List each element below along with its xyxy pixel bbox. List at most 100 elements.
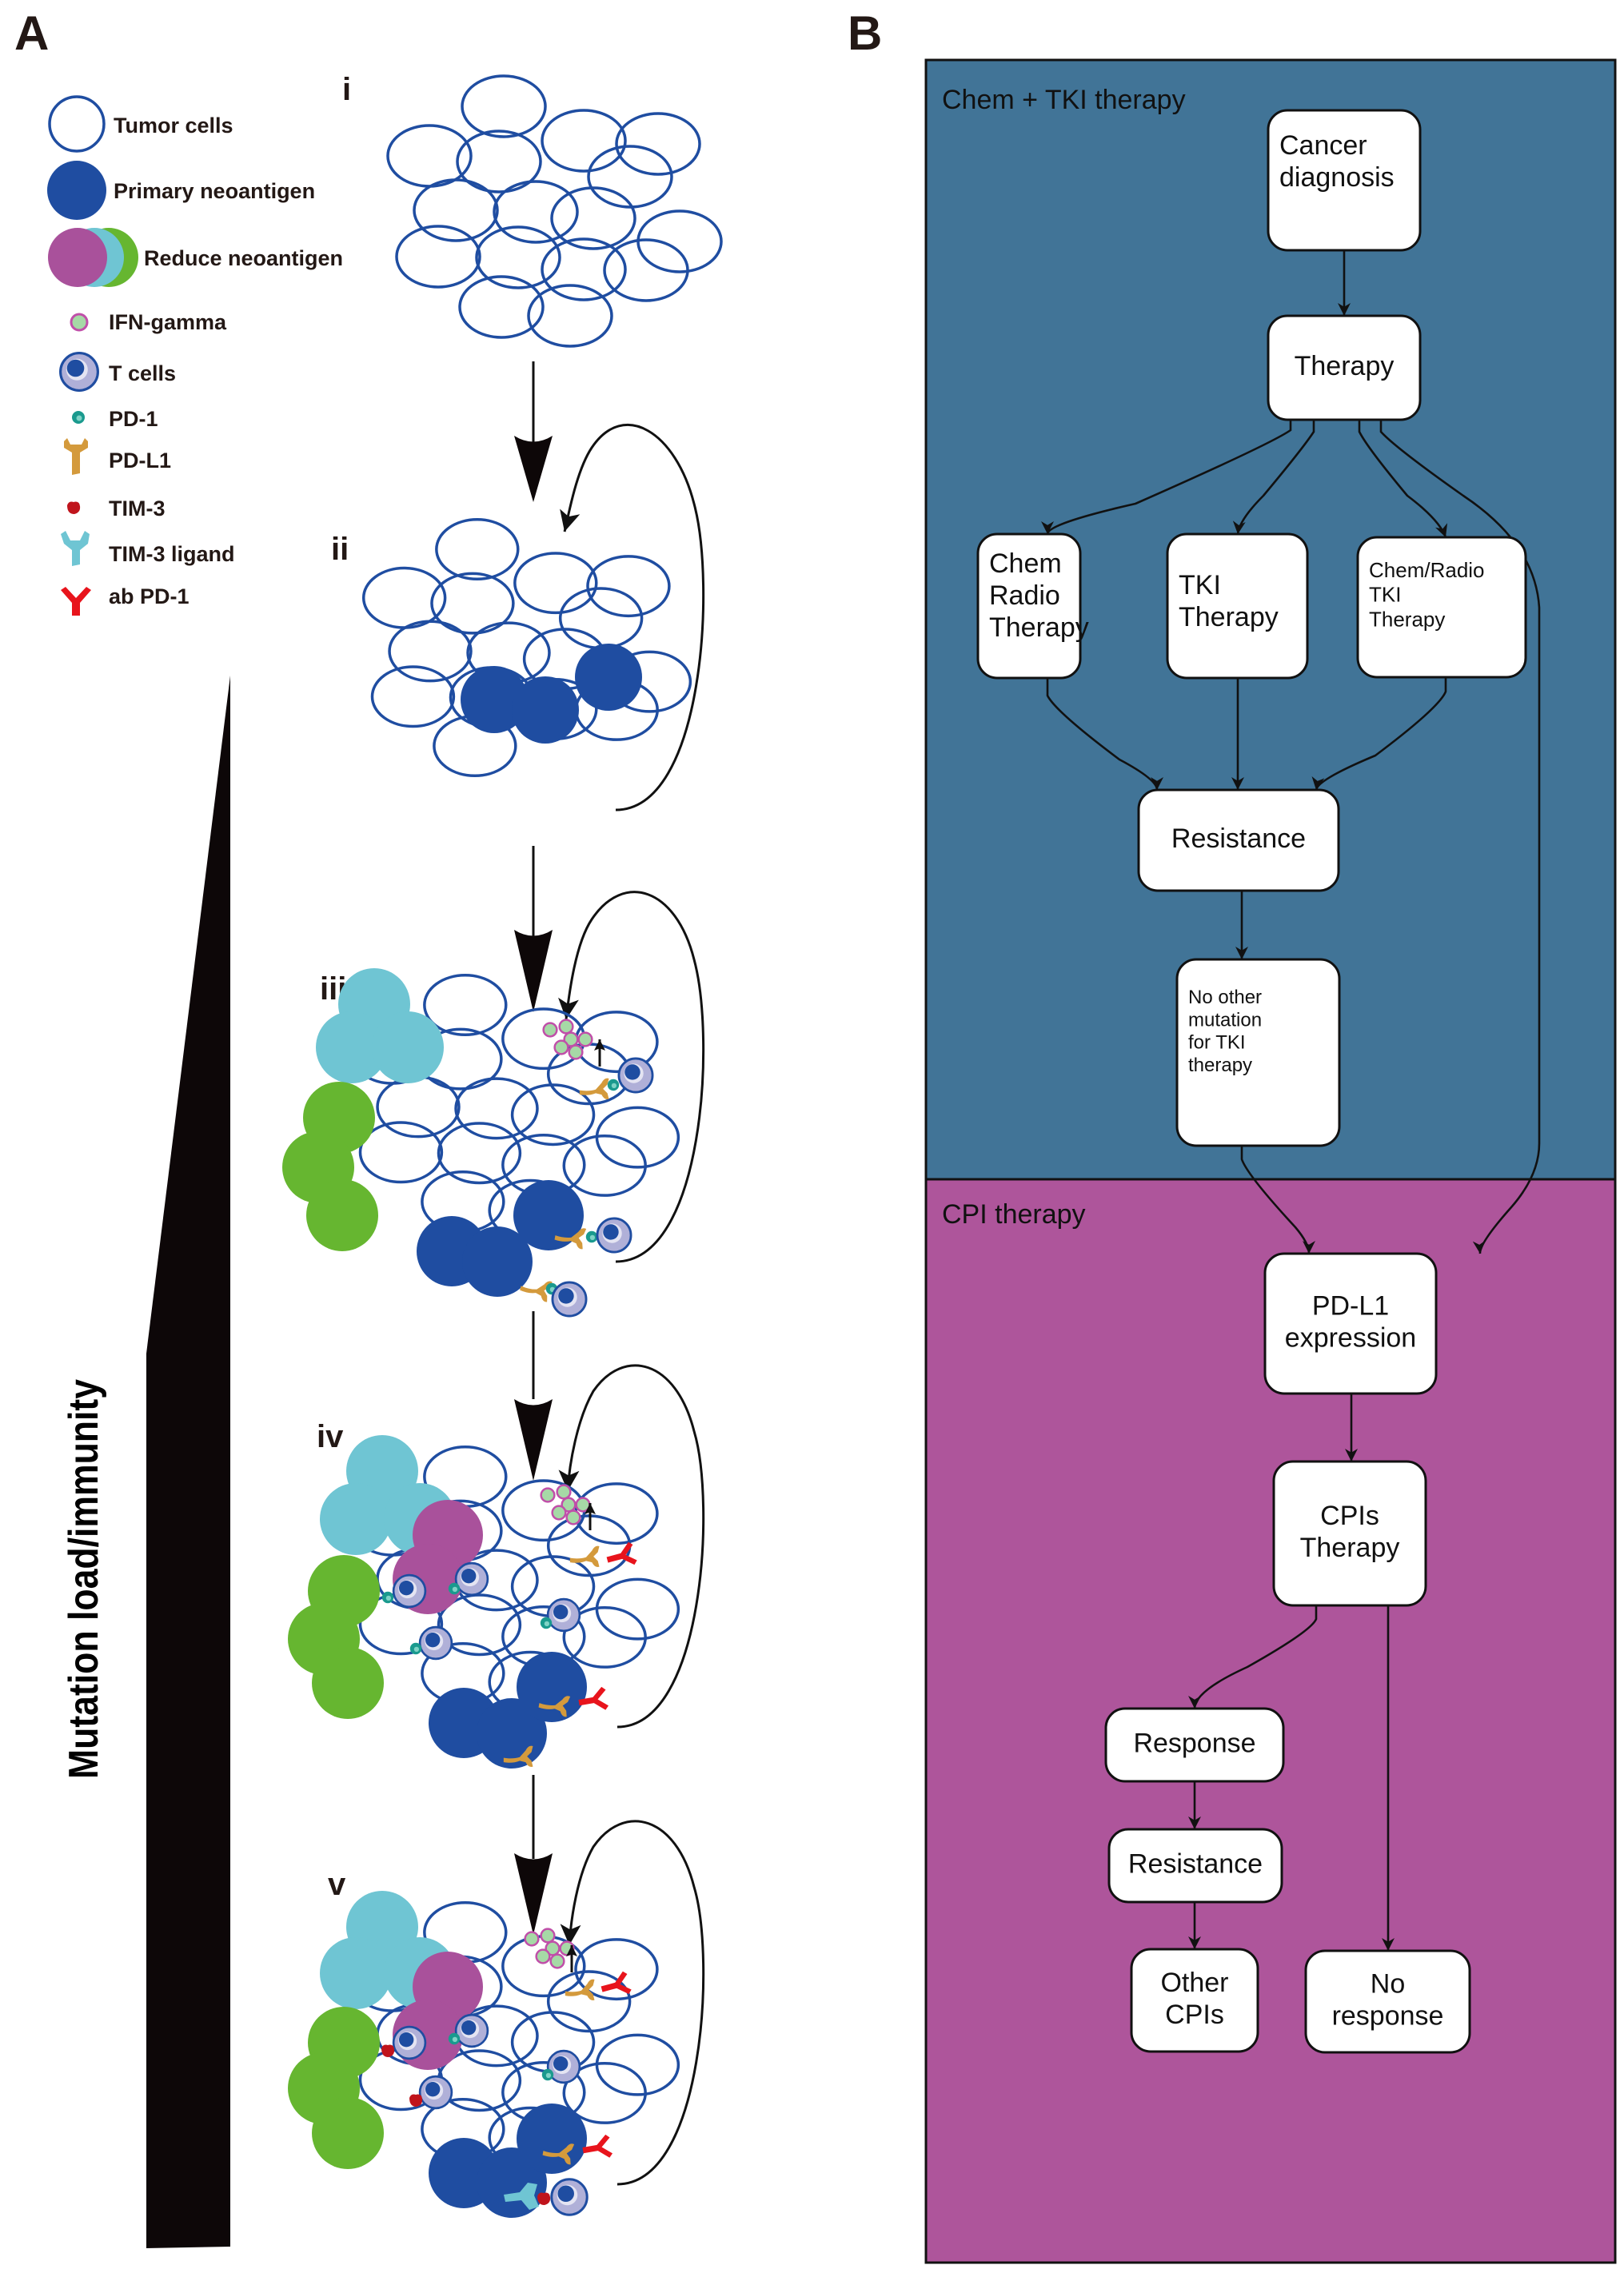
legend-label: Tumor cells (114, 114, 233, 138)
tumor-cell (587, 145, 673, 209)
node-box (1175, 958, 1341, 1147)
pd-1-receptor (409, 1642, 422, 1655)
node-box (1166, 532, 1309, 680)
flow-node-therapy: Therapy (1267, 314, 1422, 421)
stage-iv-cluster (288, 1435, 680, 1769)
reduced-neoantigen-icon (48, 228, 138, 287)
ab-pd-1-antibody (604, 1541, 638, 1572)
tumor-cell (456, 130, 542, 193)
node-label: Chem (989, 548, 1062, 579)
node-label: Cancer (1279, 130, 1367, 161)
node-label: CPIs (1320, 1501, 1379, 1531)
legend-item-pdl1: PD-L1 (64, 438, 171, 475)
pd-1-icon (72, 411, 85, 424)
node-box (1107, 1828, 1283, 1904)
tumor-cell (458, 275, 545, 339)
ab-pd-1-antibody (598, 1970, 632, 2001)
tumor-cell (586, 555, 671, 618)
tumor-cell (558, 587, 644, 650)
pd-1-receptor (607, 1079, 620, 1091)
legend-item-reduce: Reduce neoantigen (48, 228, 343, 287)
tumor-cell (413, 178, 499, 242)
tumor-cell (395, 225, 481, 289)
reduced-neoantigen-cluster (288, 1555, 384, 1719)
axis-label: Mutation load/immunity (61, 1379, 107, 1779)
legend-item-pd1: PD-1 (72, 407, 158, 431)
node-label: therapy (1188, 1055, 1252, 1076)
flow-edge-therapy-to-chem-radio (1041, 420, 1292, 535)
node-box (1104, 1707, 1285, 1783)
pd-l1-ligand (569, 1545, 600, 1568)
node-label: Other (1160, 1968, 1228, 1998)
tumor-cell (423, 974, 508, 1037)
legend-label: T cells (109, 361, 176, 385)
node-label: expression (1285, 1322, 1416, 1353)
tim-3-receptor (381, 2044, 395, 2057)
node-label: PD-L1 (1312, 1290, 1389, 1321)
node-box (1356, 536, 1527, 679)
flowchart-nodes: CancerdiagnosisTherapyChemRadioTherapyTK… (976, 109, 1527, 2054)
pd-1-receptor (448, 2032, 461, 2045)
tumor-cell (437, 1122, 522, 1185)
tumor-cell (388, 620, 473, 683)
t-cell (551, 1281, 588, 1318)
tumor-cell (475, 225, 561, 289)
feedback-loop-arrow (558, 1364, 705, 1729)
flow-edge-cpis-to-response (1188, 1605, 1318, 1709)
t-cell (418, 1625, 453, 1661)
t-cell (546, 1597, 581, 1633)
tim-3-icon (67, 501, 81, 514)
legend-item-tcell: T cells (59, 352, 176, 392)
reduced-neoantigen-cluster (393, 1500, 483, 1614)
flow-node-response: Response (1104, 1707, 1285, 1783)
legend-item-primary: Primary neoantigen (47, 161, 315, 220)
node-box (1137, 788, 1340, 892)
ifn-gamma-cluster (524, 1928, 575, 1969)
tim-3-receptor (409, 2094, 423, 2107)
pd-1-receptor (585, 1230, 598, 1243)
node-label: No (1371, 1968, 1405, 1999)
node-label: No other (1188, 987, 1262, 1008)
feedback-loop-arrow (560, 1820, 705, 2186)
node-label: Resistance (1128, 1848, 1263, 1879)
tumor-cell (636, 209, 723, 273)
progression-arrow (514, 846, 553, 1012)
node-label: Therapy (1179, 602, 1279, 632)
tumor-cell-icon (48, 95, 106, 153)
pd-1-receptor (381, 1591, 394, 1604)
node-label: CPIs (1165, 2000, 1224, 2030)
tumor-cell (510, 1083, 596, 1146)
node-box (1267, 314, 1422, 421)
stage-label-iv: iv (317, 1419, 344, 1454)
tumor-cell (370, 665, 456, 728)
mutation-load-wedge (146, 676, 230, 2248)
node-box (976, 532, 1082, 680)
t-cell (454, 2013, 489, 2048)
tumor-cell (562, 1134, 647, 1197)
tumor-cell (562, 1605, 647, 1669)
node-label: Chem/Radio (1369, 558, 1485, 582)
legend-item-ab-pd1: ab PD-1 (61, 584, 190, 616)
tumor-cell (527, 284, 613, 348)
reduced-neoantigen-cluster (282, 1082, 378, 1251)
flow-node-resistance2: Resistance (1107, 1828, 1283, 1904)
tumor-cell (437, 1593, 522, 1657)
legend-label: Reduce neoantigen (144, 246, 343, 270)
feedback-loop-arrow (558, 891, 705, 1263)
tumor-cell (603, 238, 689, 302)
flow-edge-therapy-to-tki (1232, 420, 1315, 535)
tumor-cell (574, 1938, 659, 2001)
t-cell-icon (59, 352, 99, 392)
region-title-cpi: CPI therapy (942, 1199, 1086, 1230)
t-cell (392, 1573, 427, 1609)
t-cell (550, 2178, 589, 2216)
node-box (1263, 1252, 1438, 1395)
stage-iii-cluster (282, 968, 680, 1318)
legend-item-ifn: IFN-gamma (70, 310, 227, 334)
primary-neoantigen-icon (47, 161, 106, 220)
